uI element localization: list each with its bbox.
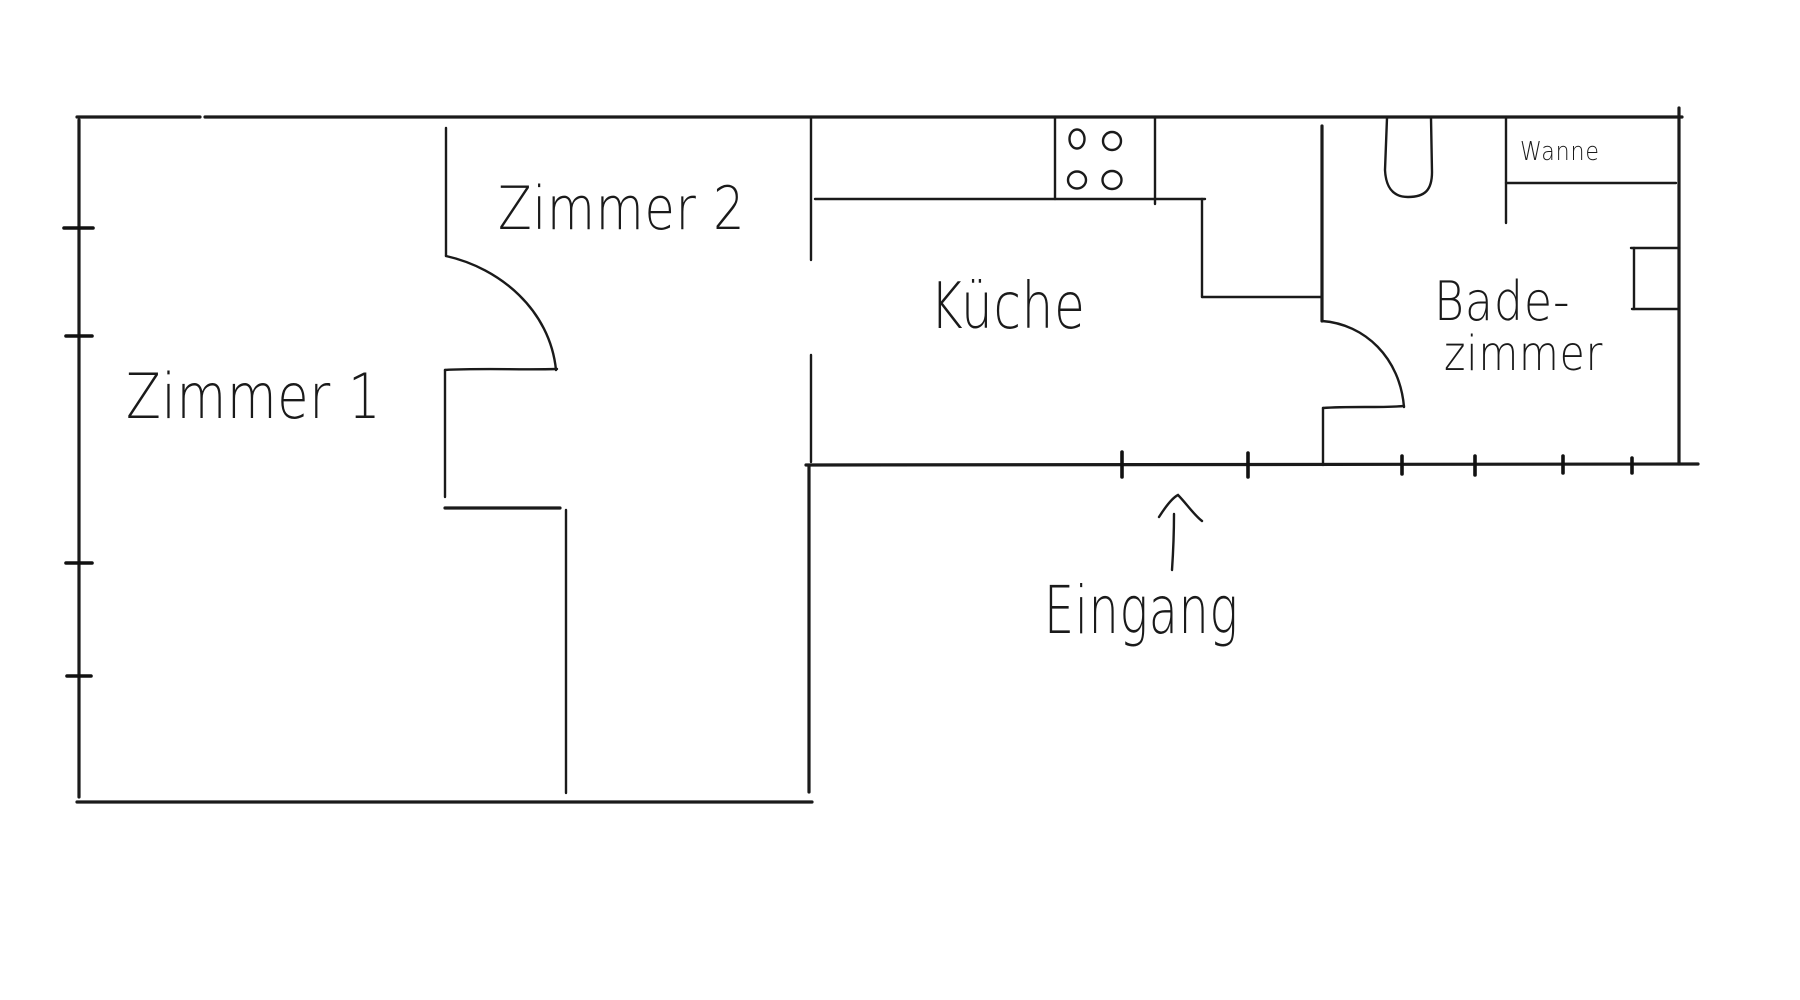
bathtub-icon [1504, 115, 1678, 225]
room-label-kueche: Küche [930, 270, 1086, 344]
bathroom-walls [1320, 124, 1406, 467]
room-label-badezimmer-line2: zimmer [1444, 326, 1604, 382]
up-arrow-icon [1157, 493, 1204, 572]
door-leaf-bathroom [1321, 404, 1406, 410]
room-label-badezimmer-line1: Bade- [1434, 270, 1571, 333]
kitchen-walls [809, 115, 1324, 464]
room-label-zimmer-1: Zimmer 1 [126, 360, 382, 433]
outer-walls [75, 106, 1700, 804]
window-icon [1629, 246, 1681, 311]
left-wall-window-marks [62, 226, 95, 678]
fixture-label-wanne: Wanne [1520, 137, 1600, 167]
partition-zimmer1-zimmer2 [443, 126, 568, 795]
bottom-wall-window-marks [1120, 450, 1634, 479]
door-swing-zimmer2 [444, 254, 558, 372]
door-swing-bathroom [1320, 319, 1406, 409]
stove-icon [1053, 115, 1157, 206]
door-leaf-zimmer2 [443, 367, 559, 372]
entrance-label: Eingang [1044, 572, 1239, 649]
toilet-icon [1383, 116, 1434, 199]
room-label-zimmer-2: Zimmer 2 [498, 174, 746, 244]
